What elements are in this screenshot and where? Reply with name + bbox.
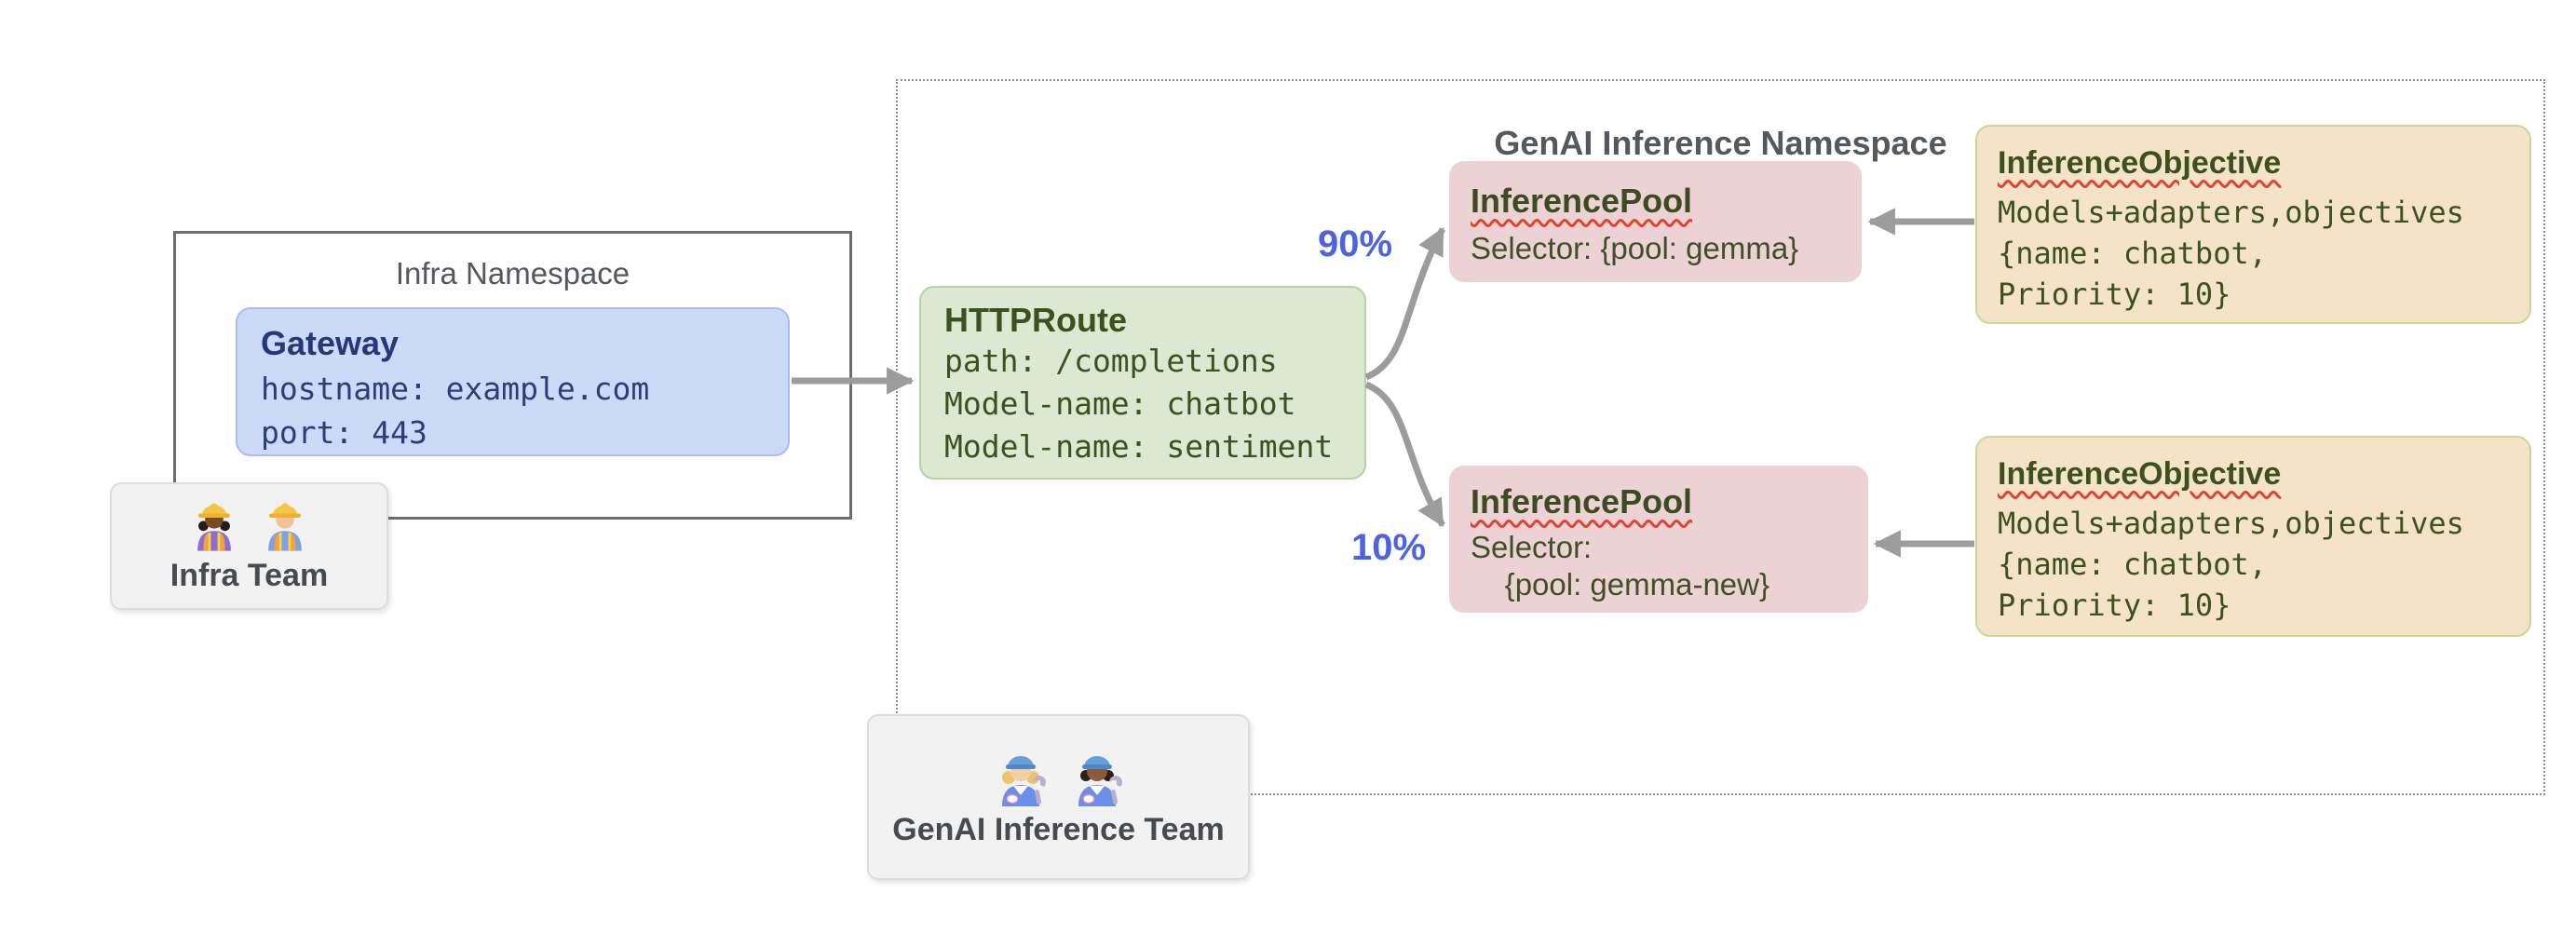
traffic-split-10-label: 10% bbox=[1350, 527, 1427, 568]
gateway-port: port: 443 bbox=[261, 414, 427, 451]
genai-namespace-box: GenAI Inference Namespace bbox=[896, 79, 2545, 795]
inferencepool-gemma-box: InferencePool Selector: {pool: gemma} bbox=[1449, 161, 1862, 282]
infra-team-card: Infra Team bbox=[110, 482, 388, 610]
inferencepool-gemma-new-selector: Selector: bbox=[1471, 530, 1593, 564]
genai-team-label: GenAI Inference Team bbox=[892, 811, 1225, 847]
inferencepool-gemma-new-title: InferencePool bbox=[1471, 482, 1693, 521]
objective-bottom-name: {name: chatbot, bbox=[1998, 547, 2267, 582]
httproute-model-chatbot: Model-name: chatbot bbox=[944, 385, 1296, 422]
httproute-title: HTTPRoute bbox=[944, 301, 1127, 339]
inferenceobjective-bottom-title: InferenceObjective bbox=[1998, 456, 2282, 492]
traffic-split-90-label: 90% bbox=[1317, 223, 1393, 264]
gateway-box: Gateway hostname: example.com port: 443 bbox=[236, 307, 790, 456]
httproute-box: HTTPRoute path: /completions Model-name:… bbox=[919, 286, 1366, 480]
woman-construction-worker-icon bbox=[197, 503, 231, 551]
inferenceobjective-top-title: InferenceObjective bbox=[1998, 145, 2282, 181]
objective-top-name: {name: chatbot, bbox=[1998, 236, 2267, 271]
genai-team-people bbox=[995, 747, 1123, 806]
objective-top-models: Models+adapters,objectives bbox=[1998, 195, 2464, 230]
infra-namespace-label: Infra Namespace bbox=[395, 256, 630, 291]
woman-mechanic-icon bbox=[1001, 755, 1046, 806]
objective-bottom-models: Models+adapters,objectives bbox=[1998, 506, 2464, 541]
objective-bottom-priority: Priority: 10} bbox=[1998, 588, 2231, 623]
inferencepool-gemma-selector: Selector: {pool: gemma} bbox=[1471, 231, 1799, 265]
infra-team-people bbox=[191, 498, 308, 552]
inferencepool-gemma-new-selector-value: {pool: gemma-new} bbox=[1471, 567, 1770, 602]
genai-namespace-label: GenAI Inference Namespace bbox=[1494, 124, 1947, 162]
man-construction-worker-icon bbox=[267, 503, 302, 551]
inferencepool-gemma-new-box: InferencePool Selector: {pool: gemma-new… bbox=[1449, 466, 1868, 613]
inferenceobjective-top-box: InferenceObjective Models+adapters,objec… bbox=[1975, 125, 2531, 324]
inferencepool-gemma-title: InferencePool bbox=[1471, 182, 1693, 220]
inferenceobjective-bottom-box: InferenceObjective Models+adapters,objec… bbox=[1975, 436, 2531, 637]
genai-team-card: GenAI Inference Team bbox=[867, 714, 1250, 880]
httproute-path: path: /completions bbox=[944, 343, 1278, 379]
gateway-title: Gateway bbox=[261, 324, 400, 362]
man-mechanic-icon bbox=[1078, 755, 1122, 806]
objective-top-priority: Priority: 10} bbox=[1998, 277, 2231, 312]
httproute-model-sentiment: Model-name: sentiment bbox=[944, 428, 1334, 465]
infra-namespace-box: Infra Namespace bbox=[173, 231, 852, 520]
gateway-hostname: hostname: example.com bbox=[261, 371, 650, 407]
infra-team-label: Infra Team bbox=[169, 558, 329, 593]
